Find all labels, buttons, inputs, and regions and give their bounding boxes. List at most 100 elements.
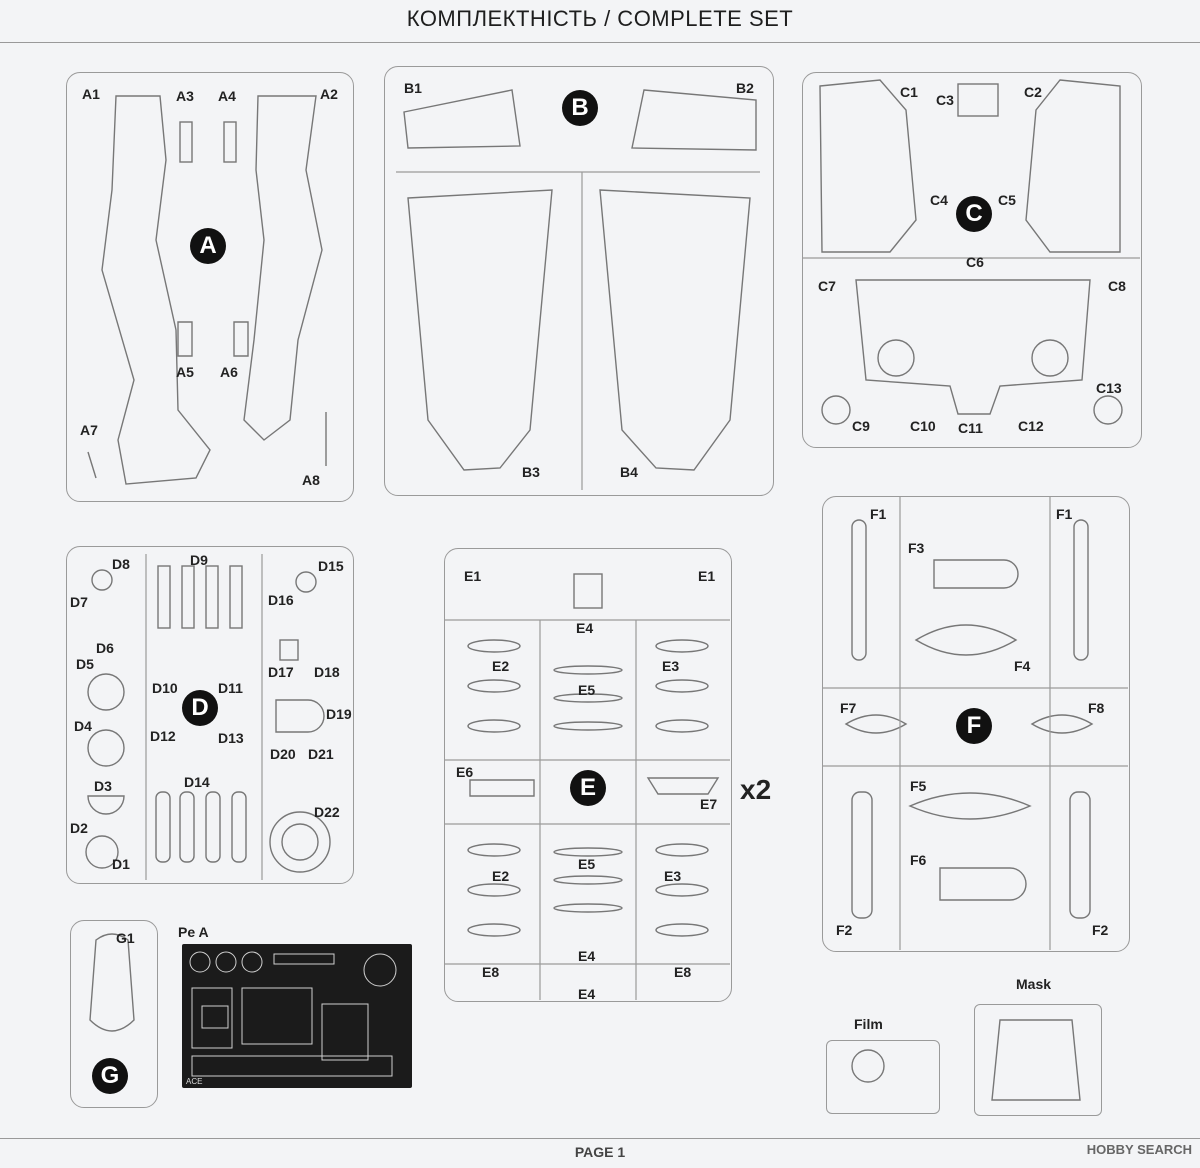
sprue-a-badge: A bbox=[190, 228, 226, 264]
part-label: B2 bbox=[736, 80, 754, 96]
part-label: D18 bbox=[314, 664, 340, 680]
part-label: F5 bbox=[910, 778, 927, 794]
wing-lower-left-part bbox=[407, 189, 553, 471]
part-label: D3 bbox=[94, 778, 112, 794]
part-label: A5 bbox=[176, 364, 194, 380]
part-label: E2 bbox=[492, 658, 510, 674]
part-label: C7 bbox=[818, 278, 836, 294]
page-title: КОМПЛЕКТНІСТЬ / COMPLETE SET bbox=[406, 6, 794, 31]
part-label: D20 bbox=[270, 746, 296, 762]
mask-frame bbox=[974, 1004, 1102, 1116]
film-label: Film bbox=[854, 1016, 883, 1032]
part-label: F6 bbox=[910, 852, 927, 868]
part-label: E2 bbox=[492, 868, 510, 884]
part-label: C9 bbox=[852, 418, 870, 434]
sprue-f-frame bbox=[822, 496, 1130, 952]
photo-etch-mark: ACE bbox=[186, 1077, 203, 1086]
part-label: F7 bbox=[840, 700, 857, 716]
part-label: D14 bbox=[184, 774, 210, 790]
sprue-f-badge: F bbox=[956, 708, 992, 744]
sprue-g-badge: G bbox=[92, 1058, 128, 1094]
part-label: F1 bbox=[1056, 506, 1073, 522]
part-label: E5 bbox=[578, 856, 596, 872]
part-label: D2 bbox=[70, 820, 88, 836]
part-label: D22 bbox=[314, 804, 340, 820]
watermark: HOBBY SEARCH bbox=[1086, 1142, 1192, 1157]
part-label: D1 bbox=[112, 856, 130, 872]
part-label: A2 bbox=[320, 86, 338, 102]
fuselage-right-part bbox=[243, 95, 323, 441]
part-label: D9 bbox=[190, 552, 208, 568]
photo-etch-parts bbox=[189, 951, 397, 1077]
part-label: C11 bbox=[958, 420, 983, 436]
part-label: D11 bbox=[218, 680, 243, 696]
part-label: A7 bbox=[80, 422, 98, 438]
center-section-part bbox=[855, 279, 1091, 415]
part-label: B3 bbox=[522, 464, 540, 480]
wing-upper-left-part bbox=[403, 89, 521, 149]
part-label: D6 bbox=[96, 640, 114, 656]
part-label: A8 bbox=[302, 472, 320, 488]
part-label: C5 bbox=[998, 192, 1016, 208]
part-label: D10 bbox=[152, 680, 178, 696]
part-label: D7 bbox=[70, 594, 88, 610]
part-label: D12 bbox=[150, 728, 176, 744]
part-label: D4 bbox=[74, 718, 92, 734]
part-label: D16 bbox=[268, 592, 294, 608]
part-label: F8 bbox=[1088, 700, 1105, 716]
part-label: F4 bbox=[1014, 658, 1031, 674]
tail-left-part bbox=[819, 79, 917, 253]
part-label: C3 bbox=[936, 92, 954, 108]
part-label: C13 bbox=[1096, 380, 1122, 396]
sprue-a-frame bbox=[66, 72, 354, 502]
part-label: E3 bbox=[662, 658, 680, 674]
title-divider bbox=[0, 42, 1200, 43]
mask-canopy-outline bbox=[991, 1019, 1081, 1101]
photo-etch-label: Pe A bbox=[178, 924, 209, 940]
part-label: A4 bbox=[218, 88, 236, 104]
sprue-c-frame bbox=[802, 72, 1142, 448]
sprue-e-multiplier: x2 bbox=[740, 774, 772, 805]
wing-lower-right-part bbox=[599, 189, 751, 471]
part-label: D17 bbox=[268, 664, 294, 680]
canopy-part bbox=[89, 933, 135, 1032]
part-label: C10 bbox=[910, 418, 936, 434]
part-label: E6 bbox=[456, 764, 474, 780]
part-label: D13 bbox=[218, 730, 244, 746]
part-label: D21 bbox=[308, 746, 334, 762]
part-label: F2 bbox=[1092, 922, 1109, 938]
part-label: E5 bbox=[578, 682, 596, 698]
part-label: D8 bbox=[112, 556, 130, 572]
part-label: E1 bbox=[698, 568, 716, 584]
footer-divider bbox=[0, 1138, 1200, 1139]
page-number: PAGE 1 bbox=[574, 1144, 626, 1160]
rocket-right-part bbox=[1073, 519, 1089, 661]
sprue-e-frame bbox=[444, 548, 732, 1002]
sprue-b-badge: B bbox=[562, 90, 598, 126]
sprue-c-badge: C bbox=[956, 196, 992, 232]
fuselage-left-part bbox=[101, 95, 211, 485]
part-label: E4 bbox=[578, 986, 596, 1002]
part-label: B4 bbox=[620, 464, 638, 480]
part-label: G1 bbox=[116, 930, 135, 946]
part-label: A3 bbox=[176, 88, 194, 104]
part-label: C2 bbox=[1024, 84, 1042, 100]
sprue-d-frame bbox=[66, 546, 354, 884]
part-label: B1 bbox=[404, 80, 422, 96]
part-label: C4 bbox=[930, 192, 948, 208]
part-label: A1 bbox=[82, 86, 100, 102]
part-label: C12 bbox=[1018, 418, 1044, 434]
part-label: C6 bbox=[966, 254, 984, 270]
part-label: E7 bbox=[700, 796, 718, 812]
part-label: C1 bbox=[900, 84, 918, 100]
part-label: D15 bbox=[318, 558, 344, 574]
mask-label: Mask bbox=[1016, 976, 1052, 992]
part-label: D19 bbox=[326, 706, 352, 722]
wing-upper-right-part bbox=[631, 89, 757, 151]
part-label: D5 bbox=[76, 656, 94, 672]
film-frame bbox=[826, 1040, 940, 1114]
part-label: F3 bbox=[908, 540, 925, 556]
part-label: E1 bbox=[464, 568, 482, 584]
part-label: E8 bbox=[482, 964, 500, 980]
